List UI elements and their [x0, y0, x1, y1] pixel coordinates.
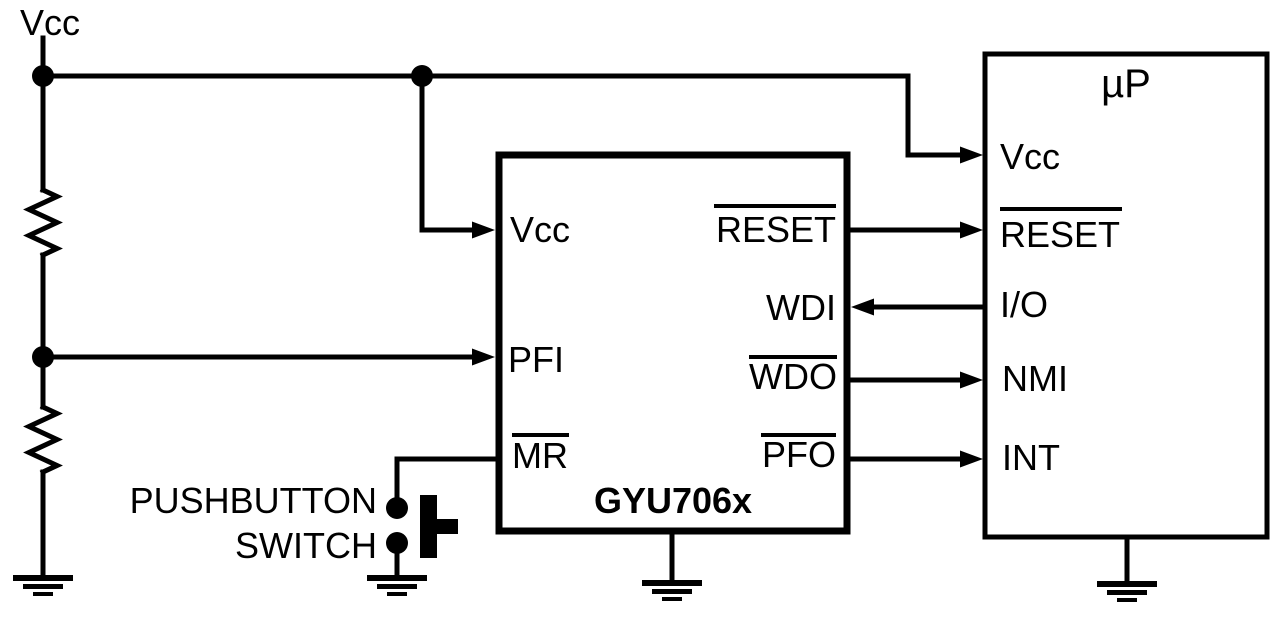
switch-contact-top — [386, 497, 408, 519]
resistor-r2 — [23, 403, 63, 476]
micro-pin-io-label: I/O — [1000, 284, 1048, 325]
supervisor-pin-wdo-label: WDO — [749, 356, 837, 397]
arrowhead-into-micro-int — [960, 450, 983, 468]
arrowhead-into-supervisor-vcc — [472, 221, 495, 239]
junction-dot-rail-branch — [411, 65, 433, 87]
arrowhead-into-micro-nmi — [960, 371, 983, 389]
ground-symbol-divider — [13, 575, 73, 596]
arrowhead-into-supervisor-wdi — [851, 298, 874, 316]
pushbutton-label-line1: PUSHBUTTON — [130, 480, 377, 521]
ground-symbol-switch — [367, 575, 427, 596]
pushbutton-actuator-stem — [437, 519, 458, 534]
arrowhead-into-micro-vcc — [960, 146, 983, 164]
wire-vcc-rail-to-supervisor — [419, 73, 475, 233]
vcc-rail-label: Vcc — [20, 2, 80, 43]
pushbutton-label-line2: SWITCH — [235, 525, 377, 566]
resistor-r1 — [23, 186, 63, 259]
supervisor-pin-pfo-label: PFO — [762, 434, 836, 475]
supervisor-pin-mr-label: MR — [512, 435, 568, 476]
wire-mr-to-switch — [394, 456, 498, 508]
supervisor-name-label: GYU706x — [594, 480, 752, 521]
arrowhead-into-micro-reset — [960, 221, 983, 239]
supervisor-pin-vcc-label: Vcc — [510, 209, 570, 250]
micro-box — [982, 51, 1270, 540]
arrowhead-into-supervisor-pfi — [472, 348, 495, 366]
micro-pin-vcc-label: Vcc — [1000, 136, 1060, 177]
micro-name-label: µP — [1101, 62, 1151, 106]
supervisor-pin-pfi-label: PFI — [508, 339, 564, 380]
junction-dot-rail-left — [32, 65, 54, 87]
pushbutton-actuator-bar — [420, 495, 437, 558]
supervisor-pin-reset-label: RESET — [716, 209, 836, 250]
supervisor-pin-wdi-label: WDI — [766, 287, 836, 328]
micro-pin-int-label: INT — [1002, 437, 1060, 478]
wire-vcc-rail-to-micro — [40, 73, 964, 158]
ground-symbol-supervisor — [642, 580, 702, 601]
ground-symbol-micro — [1097, 581, 1157, 602]
micro-pin-reset-label: RESET — [1000, 214, 1120, 255]
micro-pin-nmi-label: NMI — [1002, 358, 1068, 399]
